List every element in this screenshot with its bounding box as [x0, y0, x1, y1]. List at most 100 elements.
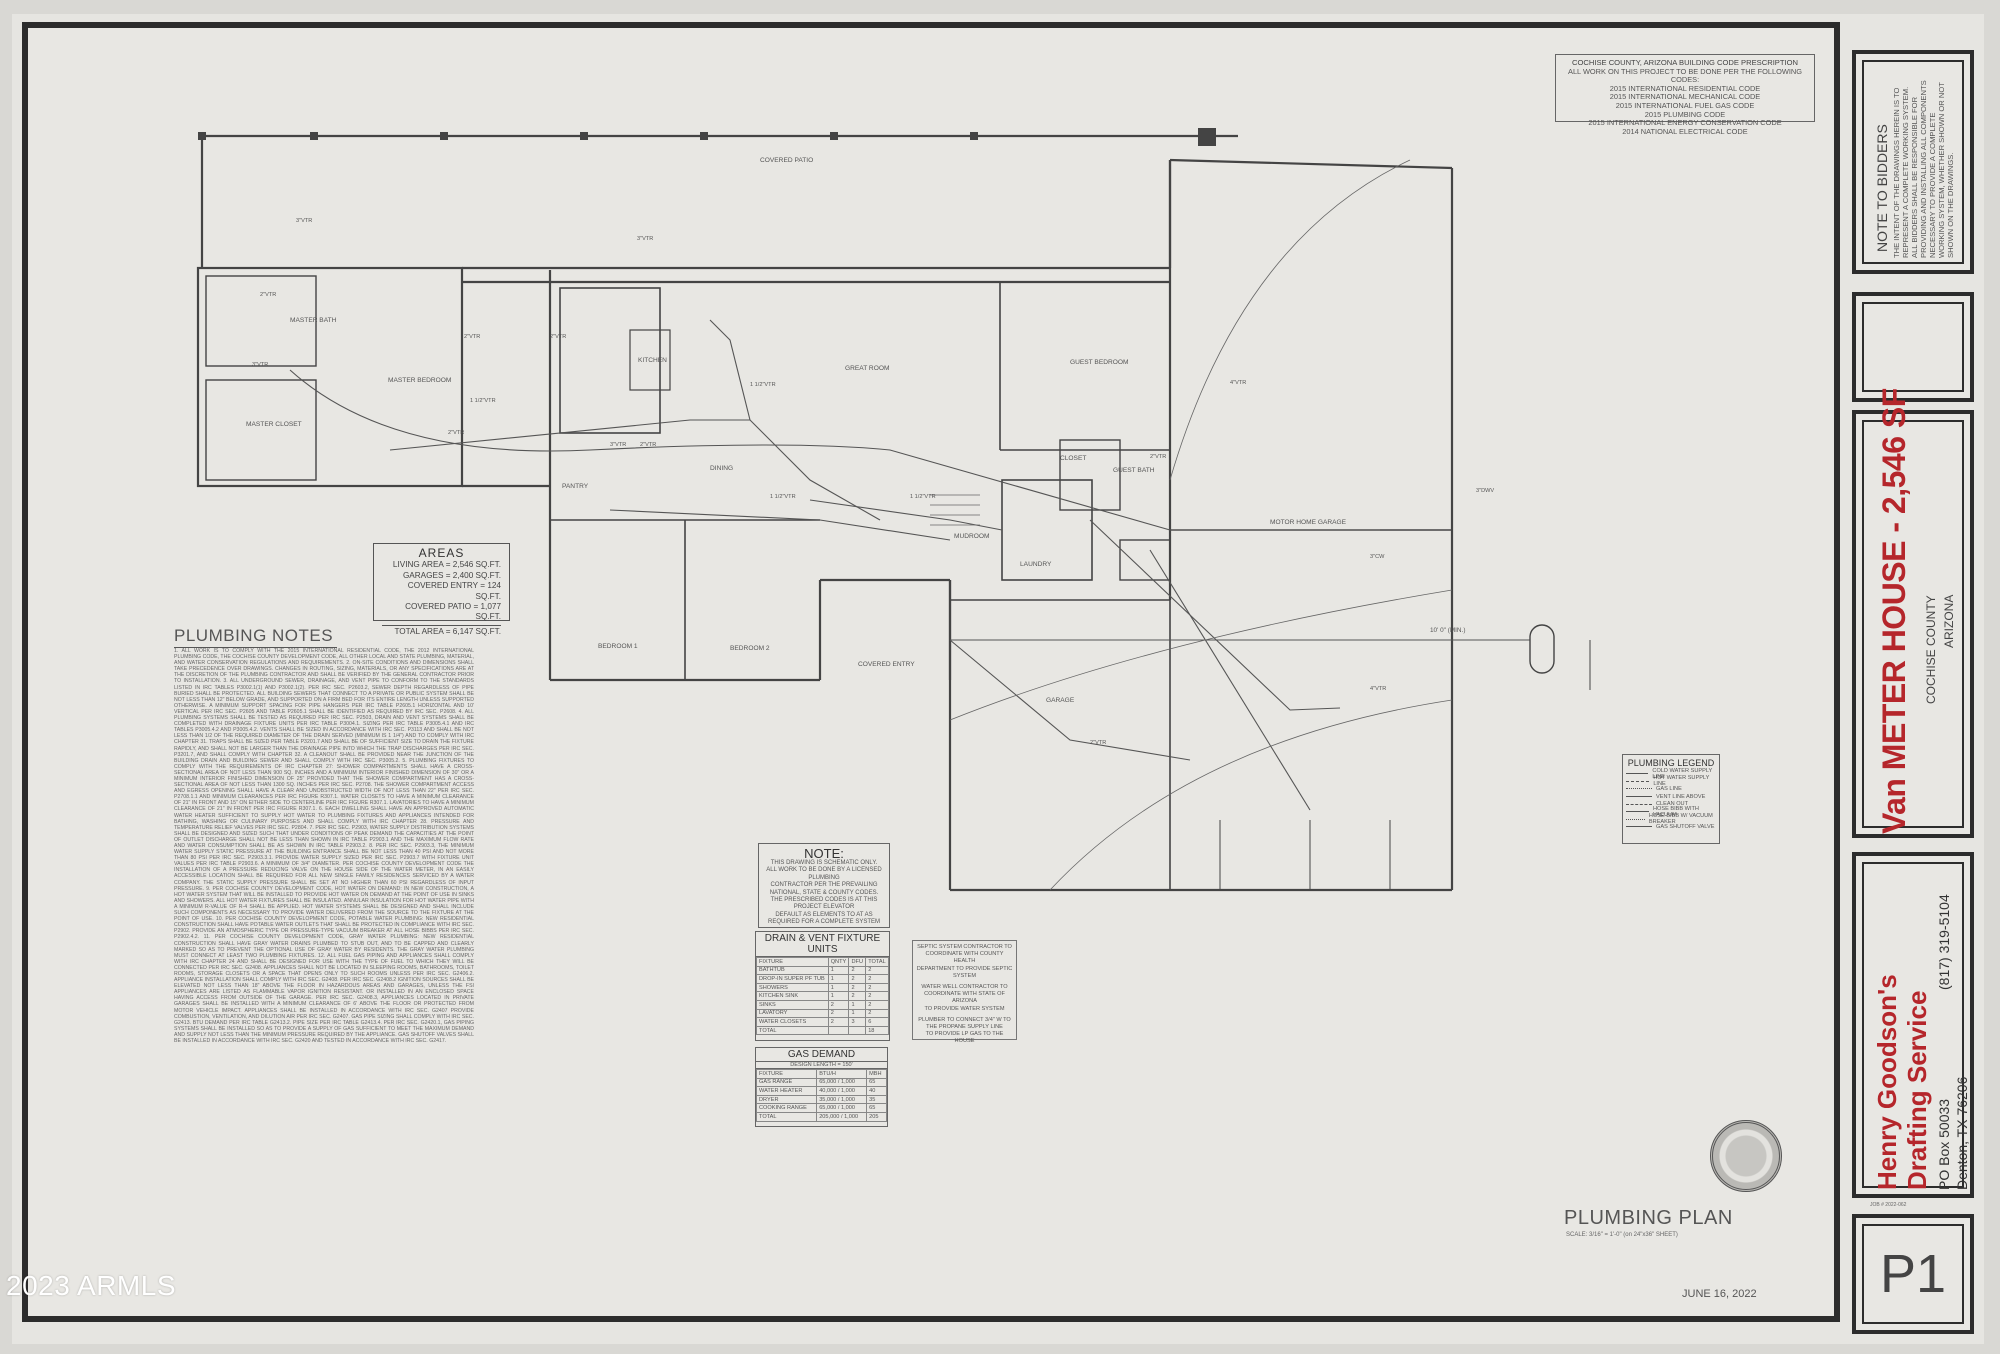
legend-label: GAS LINE [1656, 785, 1682, 792]
note-line: NATIONAL, STATE & COUNTY CODES. [769, 889, 879, 896]
room-label: GUEST BATH [1113, 467, 1155, 474]
legend-item: GAS LINE [1626, 785, 1716, 793]
room-label: BEDROOM 1 [598, 643, 638, 650]
sheet-number: P1 [1862, 1224, 1964, 1324]
legend-label: VENT LINE ABOVE [1656, 793, 1706, 800]
table-cell: 1 [827, 974, 850, 984]
areas-title: AREAS [418, 546, 465, 560]
company-address: PO Box 50033 [1936, 1098, 1952, 1190]
septic-line: DEPARTMENT TO PROVIDE SEPTIC SYSTEM [916, 965, 1013, 979]
company-city: Denton, TX 76206 [1954, 1076, 1970, 1190]
room-label: CLOSET [1060, 455, 1086, 462]
note-line: CONTRACTOR PER THE PREVAILING [770, 882, 878, 889]
drawing-date: JUNE 16, 2022 [1682, 1288, 1757, 1300]
room-label: MUDROOM [954, 533, 990, 540]
gas-demand-table: GAS DEMAND DESIGN LENGTH = 150' FIXTURE … [755, 1047, 888, 1127]
table-cell: SHOWERS [756, 982, 829, 993]
room-label: GARAGE [1046, 697, 1075, 704]
legend-label: HOSE BIBB W/ VACUUM BREAKER [1648, 813, 1713, 826]
table-header: MBH [866, 1069, 887, 1079]
company-phone: (817) 319-5104 [1936, 894, 1952, 990]
code-line: 2014 NATIONAL ELECTRICAL CODE [1622, 126, 1748, 136]
schematic-note-box: NOTE: THIS DRAWING IS SCHEMATIC ONLY. AL… [758, 843, 890, 928]
table-cell: TOTAL [756, 1025, 829, 1036]
job-number: JOB # 2022-062 [1870, 1202, 1907, 1208]
table-cell: 65 [866, 1103, 887, 1113]
table-cell: 2 [827, 1017, 850, 1027]
legend-label: GAS SHUTOFF VALVE [1656, 823, 1715, 830]
table-cell: KITCHEN SINK [756, 991, 829, 1001]
table-cell: 2 [865, 982, 889, 993]
pipe-label: 3"VTR [637, 236, 653, 242]
legend-title: PLUMBING LEGEND [1627, 758, 1715, 768]
table-title: DRAIN & VENT FIXTURE UNITS [756, 932, 889, 957]
pipe-label: 2"VTR [1090, 740, 1106, 746]
septic-line: COORDINATE WITH COUNTY HEALTH [925, 951, 1004, 965]
table-cell [848, 1025, 867, 1036]
pipe-label: 3"DWV [1476, 488, 1494, 494]
table-cell: 65,000 / 1,000 [816, 1103, 868, 1113]
septic-line: SEPTIC SYSTEM CONTRACTOR TO [917, 944, 1012, 950]
note-to-bidders-text: THE INTENT OF THE DRAWINGS HEREIN IS TO … [1892, 80, 1955, 258]
project-county: COCHISE COUNTY [1924, 595, 1938, 704]
pipe-label: 1 1/2"VTR [750, 382, 776, 388]
note-line: DEFAULT AS ELEMENTS TO AT AS [775, 911, 873, 918]
septic-line: COORDINATE WITH STATE OF ARIZONA [924, 991, 1005, 1005]
table-cell: 35,000 / 1,000 [816, 1094, 868, 1105]
areas-row: COVERED PATIO = 1,077 SQ.FT. [405, 602, 501, 622]
table-cell: 65,000 / 1,000 [816, 1077, 868, 1088]
code-line: ALL WORK ON THIS PROJECT TO BE DONE PER … [1568, 66, 1802, 85]
table-cell: 2 [848, 965, 867, 976]
table-cell: 18 [865, 1025, 889, 1036]
code-line: 2015 INTERNATIONAL ENERGY CONSERVATION C… [1588, 118, 1782, 128]
table-cell: 2 [848, 974, 867, 984]
table-cell: 40,000 / 1,000 [816, 1086, 868, 1096]
pipe-label: 3"VTR [610, 442, 626, 448]
legend-item: COLD WATER SUPPLY LINE [1626, 767, 1716, 780]
blank-title-block [1852, 292, 1974, 402]
pipe-label: 3"VTR [296, 218, 312, 224]
table-header: BTU/H [816, 1069, 868, 1079]
pipe-label: 2"VTR [550, 334, 566, 340]
legend-item: HOT WATER SUPPLY LINE [1626, 775, 1716, 788]
table-cell: 1 [848, 1008, 867, 1019]
legend-label: HOSE BIBB WITH VACUUM [1652, 805, 1699, 818]
company-name: Henry Goodson's [1872, 974, 1902, 1190]
room-label: GUEST BEDROOM [1070, 359, 1129, 366]
plumbing-notes-title: PLUMBING NOTES [174, 626, 338, 648]
table-header: FIXTURE [756, 957, 829, 967]
areas-row: COVERED ENTRY = 124 SQ.FT. [407, 581, 501, 601]
room-label: PANTRY [562, 483, 589, 490]
legend-label: COLD WATER SUPPLY LINE [1652, 767, 1713, 780]
watermark: 2023 ARMLS [6, 1270, 176, 1301]
plumbing-legend: PLUMBING LEGEND COLD WATER SUPPLY LINE H… [1622, 754, 1720, 844]
note-line: THIS DRAWING IS SCHEMATIC ONLY. [770, 860, 878, 866]
pipe-label: 2"VTR [640, 442, 656, 448]
legend-label: HOT WATER SUPPLY LINE [1653, 775, 1710, 788]
table-header: TOTAL [865, 957, 889, 967]
pipe-label: 3"CW [1370, 554, 1385, 560]
table-cell: 1 [827, 982, 850, 993]
septic-note-box: SEPTIC SYSTEM CONTRACTOR TO COORDINATE W… [912, 940, 1017, 1044]
table-cell: GAS RANGE [755, 1077, 818, 1088]
table-cell: 3 [848, 1017, 867, 1027]
pipe-label: 2"VTR [448, 430, 464, 436]
table-cell: SINKS [756, 999, 829, 1010]
areas-row: GARAGES = 2,400 SQ.FT. [402, 570, 501, 580]
note-title: NOTE: [804, 846, 844, 861]
room-label: LAUNDRY [1020, 561, 1052, 568]
code-line: 2015 INTERNATIONAL MECHANICAL CODE [1609, 92, 1761, 102]
septic-line: WATER WELL CONTRACTOR TO [921, 984, 1008, 991]
room-label: COVERED PATIO [760, 157, 813, 164]
table-cell [827, 1025, 850, 1036]
project-state: ARIZONA [1942, 594, 1956, 648]
table-cell: 2 [848, 982, 867, 993]
table-cell: 6 [865, 1017, 889, 1027]
pipe-label: 2"VTR [1150, 454, 1166, 460]
floor-plan: COVERED PATIO MASTER BATH MASTER BEDROOM… [196, 128, 1591, 892]
table-cell: 2 [848, 991, 867, 1001]
room-label: MASTER CLOSET [246, 421, 302, 428]
